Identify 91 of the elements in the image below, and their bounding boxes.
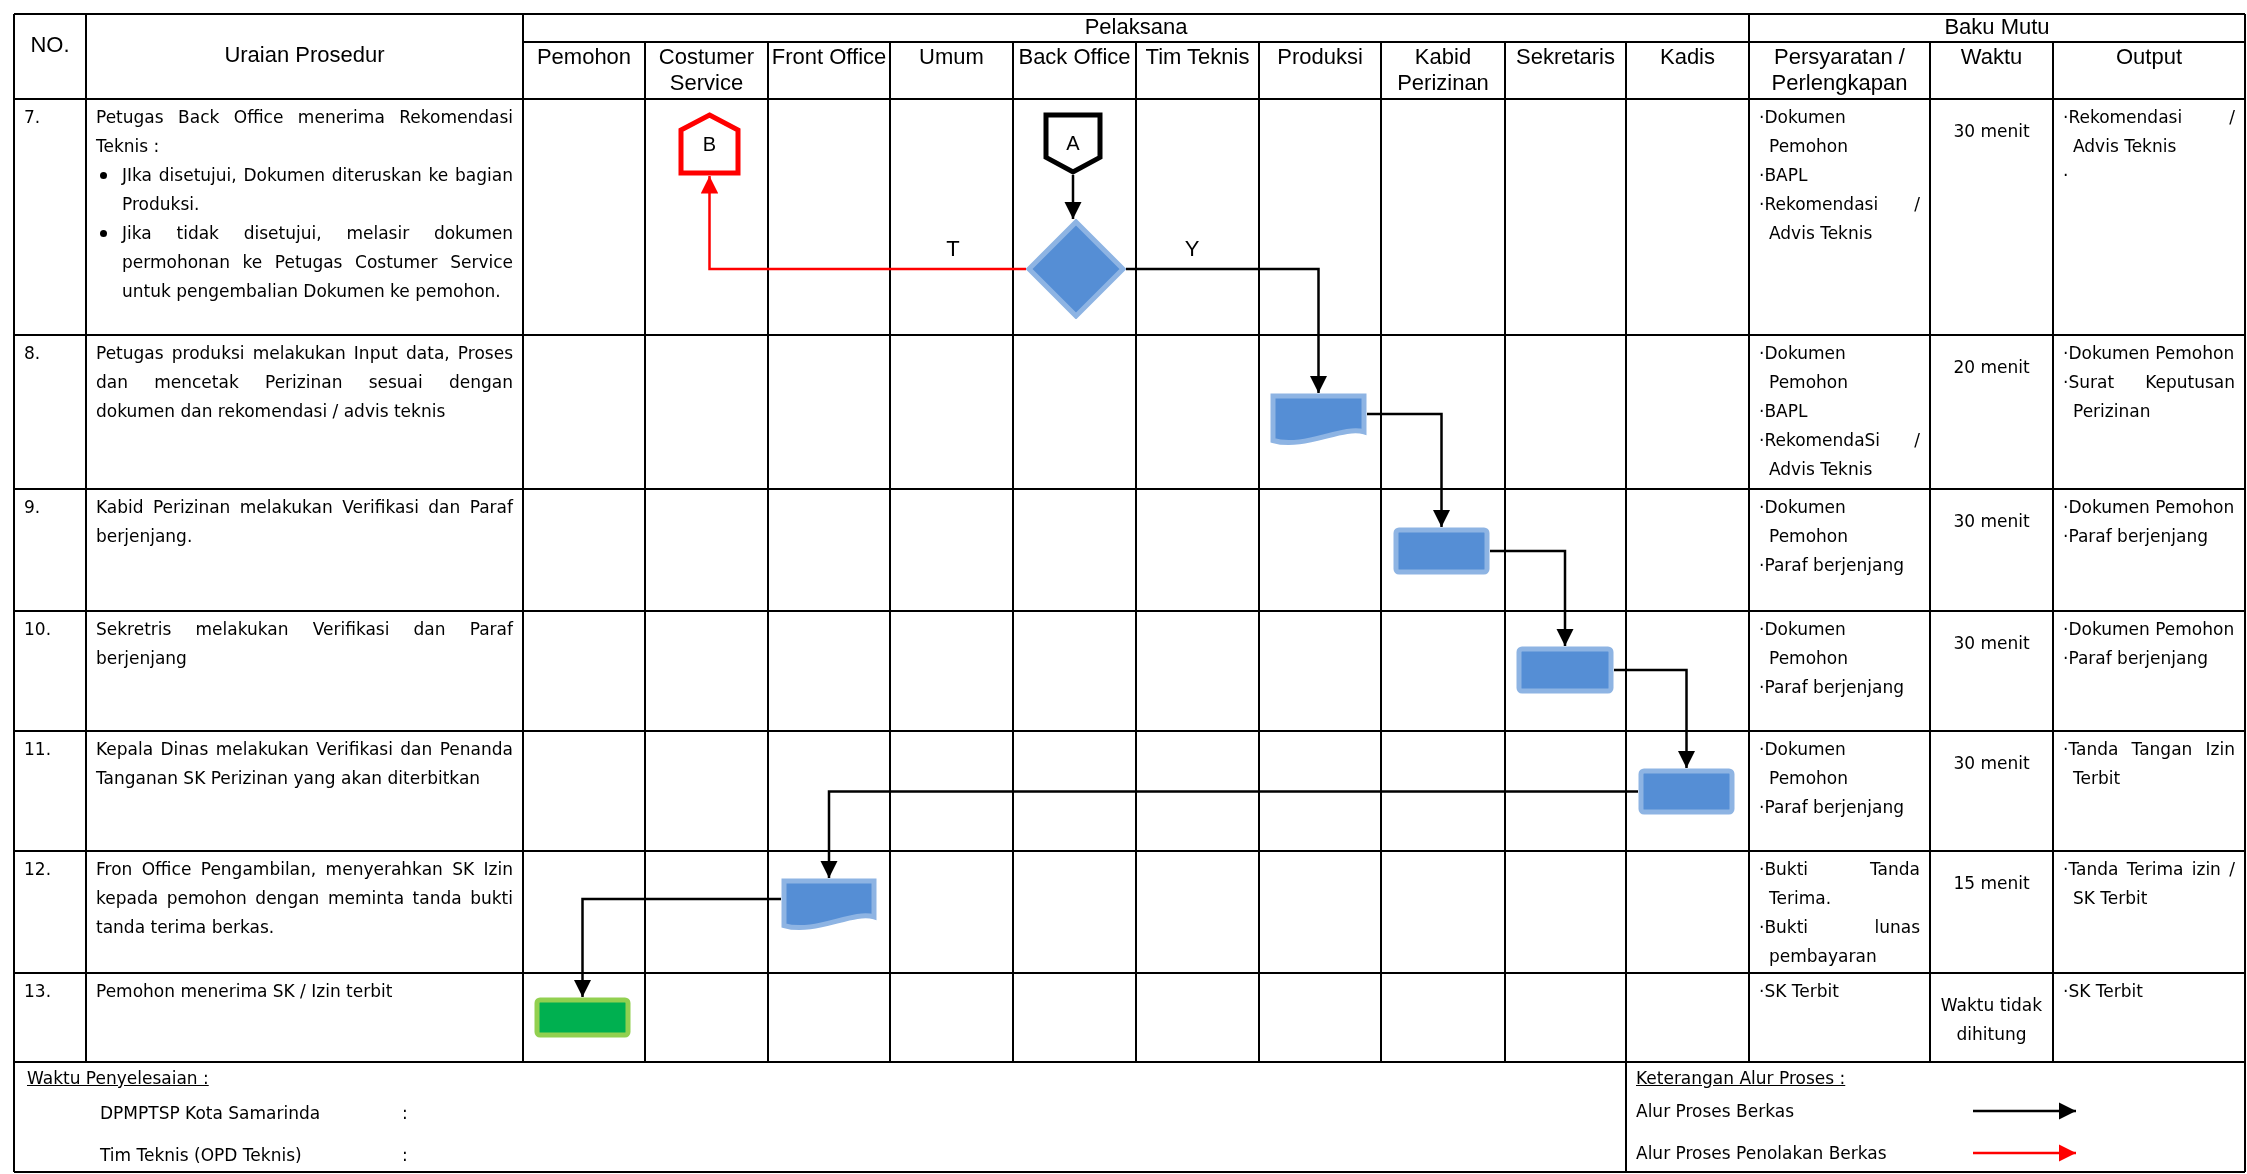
off-page-connector: A [1043, 112, 1103, 175]
column-header: Kadis [1658, 44, 1716, 70]
column-header: Kabid Perizinan [1396, 44, 1490, 96]
column-header: Back Office [1017, 44, 1132, 70]
duration-text: 30 menit [1952, 510, 2031, 533]
row-number: 13. [24, 980, 53, 1003]
column-header: Baku Mutu [1943, 14, 2051, 40]
process-box [1516, 646, 1614, 694]
process-box [534, 997, 631, 1038]
column-header: Pemohon [535, 44, 633, 70]
arrow [1614, 668, 1696, 768]
requirement-item: ·BAPL [1759, 400, 1809, 423]
requirement-item: ·Bukti Tanda Terima. [1759, 858, 1920, 910]
row-number: 11. [24, 738, 53, 761]
requirement-item: ·Dokumen Pemohon [1759, 106, 1849, 158]
footer-text: Tim Teknis (OPD Teknis) [100, 1144, 302, 1167]
duration-text: 20 menit [1952, 356, 2031, 379]
arrow [1064, 175, 1082, 219]
footer-text: : [402, 1102, 408, 1125]
column-header: Output [2114, 44, 2183, 70]
column-header: Produksi [1276, 44, 1364, 70]
arrow [1126, 267, 1328, 393]
requirement-item: ·Dokumen Pemohon [1759, 342, 1849, 394]
column-header: Front Office [770, 44, 888, 70]
column-header: Uraian Prosedur [223, 42, 386, 68]
column-header: Persyaratan / Perlengkapan [1770, 44, 1909, 96]
row-number: 9. [24, 496, 42, 519]
arrow [700, 176, 1026, 271]
requirement-item: ·Paraf berjenjang [1759, 676, 1905, 699]
column-header: NO. [29, 32, 71, 58]
requirement-item: ·Paraf berjenjang [1759, 796, 1905, 819]
requirement-item: ·BAPL [1759, 164, 1809, 187]
duration-text: Waktu tidak dihitung [1940, 994, 2043, 1046]
output-item: ·Dokumen Pemohon [2063, 342, 2235, 365]
duration-text: 30 menit [1952, 120, 2031, 143]
legend-label: Alur Proses Berkas [1636, 1100, 1794, 1123]
column-header: Tim Teknis [1144, 44, 1251, 70]
row-number: 10. [24, 618, 53, 641]
column-header: Costumer Service [657, 44, 756, 96]
output-item: ·Rekomendasi / Advis Teknis [2063, 106, 2235, 158]
bullet-item: Jika tidak disetujui, melasir dokumen permohonan ke Petugas Costumer Service untuk pengembalian Dokumen ke pemohon. [96, 219, 513, 306]
decision-diamond [1026, 219, 1126, 319]
legend-label: Alur Proses Penolakan Berkas [1636, 1142, 1887, 1165]
column-header: Waktu [1959, 44, 2024, 70]
bullet-item: JIka disetujui, Dokumen diteruskan ke bagian Produksi. [96, 161, 513, 219]
requirement-item: ·Rekomendasi / Advis Teknis [1759, 193, 1920, 245]
requirement-item: ·Dokumen Pemohon [1759, 496, 1849, 548]
procedure-text: Sekretris melakukan Verifikasi dan Paraf berjenjang [96, 618, 513, 670]
footer-text: : [402, 1144, 408, 1167]
arrow [573, 897, 781, 997]
output-item: ·Dokumen Pemohon [2063, 496, 2235, 519]
process-box [1638, 768, 1735, 815]
output-item: ·Paraf berjenjang [2063, 525, 2209, 548]
column-header: Sekretaris [1514, 44, 1616, 70]
output-item: ·Dokumen Pemohon [2063, 618, 2235, 641]
document-shape [1270, 393, 1367, 447]
requirement-item: ·RekomendaSi / Advis Teknis [1759, 429, 1920, 481]
footer-text: DPMPTSP Kota Samarinda [100, 1102, 321, 1125]
duration-text: 30 menit [1952, 632, 2031, 655]
arrow [1367, 412, 1451, 527]
duration-text: 30 menit [1952, 752, 2031, 775]
procedure-text: Petugas produksi melakukan Input data, Proses dan mencetak Perizinan sesuai dengan dokumen dan rekomendasi / advis teknis [96, 342, 513, 423]
arrow [820, 790, 1638, 878]
output-item: ·Surat Keputusan Perizinan [2063, 371, 2235, 423]
row-number: 8. [24, 342, 42, 365]
legend-heading: Keterangan Alur Proses : [1636, 1067, 1846, 1090]
process-box [1393, 527, 1490, 575]
row-number: 7. [24, 106, 42, 129]
footer-heading: Waktu Penyelesaian : [27, 1067, 209, 1090]
duration-text: 15 menit [1952, 872, 2031, 895]
row-number: 12. [24, 858, 53, 881]
procedure-text: Kepala Dinas melakukan Verifikasi dan Penanda Tanganan SK Perizinan yang akan diterbitkan [96, 738, 513, 790]
requirement-item: ·Dokumen Pemohon [1759, 738, 1849, 790]
output-item: ·Tanda Tangan Izin Terbit [2063, 738, 2235, 790]
document-shape [781, 878, 877, 932]
output-item: ·SK Terbit [2063, 980, 2144, 1003]
output-item: ·Paraf berjenjang [2063, 647, 2209, 670]
requirement-item: ·Dokumen Pemohon [1759, 618, 1849, 670]
off-page-connector: B [678, 112, 741, 176]
arrow [1490, 549, 1574, 646]
output-item: ·Tanda Terima izin / SK Terbit [2063, 858, 2235, 910]
procedure-text: Pemohon menerima SK / Izin terbit [96, 980, 394, 1003]
output-item: · [2063, 164, 2070, 187]
procedure-text: Kabid Perizinan melakukan Verifikasi dan Paraf berjenjang. [96, 496, 513, 548]
column-header: Umum [918, 44, 985, 70]
procedure-text: Petugas Back Office menerima Rekomendasi Teknis : [96, 106, 513, 158]
requirement-item: ·SK Terbit [1759, 980, 1840, 1003]
procedure-text: Fron Office Pengambilan, menyerahkan SK Izin kepada pemohon dengan meminta tanda bukti tanda terima berkas. [96, 858, 513, 939]
requirement-item: ·Paraf berjenjang [1759, 554, 1905, 577]
column-header: Pelaksana [1083, 14, 1189, 40]
requirement-item: ·Bukti lunas pembayaran [1759, 916, 1920, 968]
